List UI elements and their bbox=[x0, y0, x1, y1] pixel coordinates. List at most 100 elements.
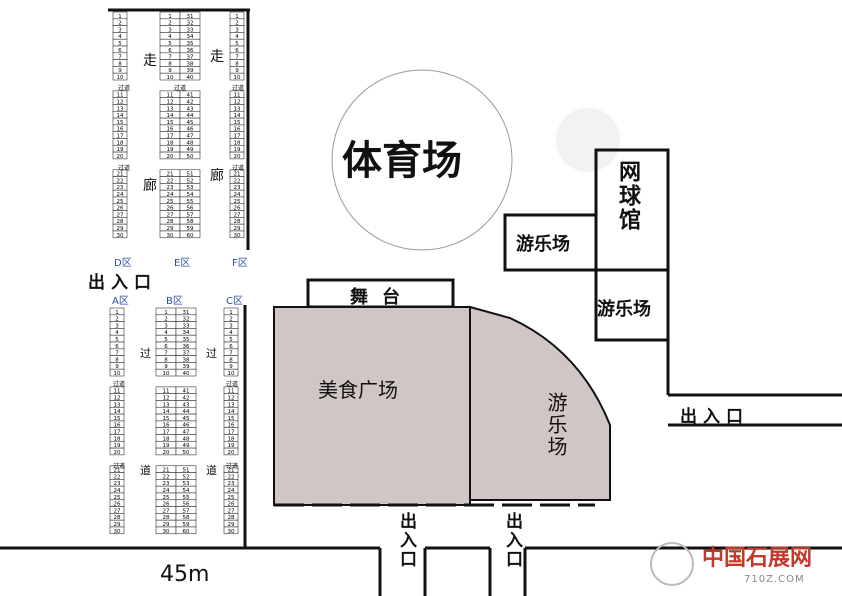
stall-number: 2 bbox=[235, 21, 239, 27]
play-area-small-outline bbox=[503, 213, 598, 272]
stall-number: 19 bbox=[228, 443, 235, 449]
stall-number: 25 bbox=[117, 199, 124, 205]
stall-number: 29 bbox=[234, 226, 241, 232]
stall-number: 23 bbox=[114, 481, 121, 487]
stall-number: 13 bbox=[167, 106, 174, 112]
stall-cell bbox=[175, 526, 197, 535]
stall-number: 5 bbox=[115, 337, 119, 343]
passage-marker: 过道 bbox=[226, 380, 238, 388]
tennis-hall-label: 网球馆 bbox=[615, 160, 641, 232]
stall-number: 17 bbox=[167, 133, 174, 139]
stall-number: 49 bbox=[187, 147, 194, 153]
stall-number: 18 bbox=[163, 436, 170, 442]
stall-number: 6 bbox=[118, 48, 122, 54]
stall-number: 32 bbox=[183, 317, 190, 323]
stall-number: 17 bbox=[163, 429, 170, 435]
stall-number: 9 bbox=[118, 68, 122, 74]
stall-number: 50 bbox=[183, 450, 190, 456]
stall-number: 6 bbox=[235, 48, 239, 54]
stall-number: 38 bbox=[183, 357, 190, 363]
zone-d: D区 bbox=[114, 258, 132, 269]
stall-cell bbox=[109, 526, 125, 535]
stall-number: 22 bbox=[167, 178, 174, 184]
stall-number: 19 bbox=[234, 147, 241, 153]
stall-number: 53 bbox=[183, 481, 190, 487]
corridor-char-3: 走 bbox=[210, 49, 224, 65]
stall-number: 18 bbox=[228, 436, 235, 442]
stall-cell bbox=[223, 447, 239, 456]
stall-number: 2 bbox=[168, 21, 172, 27]
passage-char-2: 道 bbox=[140, 464, 151, 477]
stall-cell bbox=[175, 368, 197, 377]
stall-number: 30 bbox=[163, 529, 170, 535]
stall-number: 11 bbox=[228, 389, 235, 395]
stall-number: 10 bbox=[228, 371, 235, 377]
stall-grid: 1234567891011121314151617181920212223242… bbox=[109, 11, 245, 535]
stall-number: 24 bbox=[114, 488, 121, 494]
stall-number: 10 bbox=[167, 75, 174, 81]
stall-number: 3 bbox=[229, 323, 233, 329]
stall-number: 51 bbox=[187, 172, 194, 178]
stall-number: 3 bbox=[118, 27, 122, 33]
stall-number: 41 bbox=[187, 93, 194, 99]
stall-number: 8 bbox=[168, 61, 172, 67]
zone-e-stalls-right: 3132333435363738394041424344454647484950… bbox=[179, 11, 201, 239]
stall-number: 60 bbox=[187, 233, 194, 239]
stall-cell bbox=[229, 151, 245, 160]
stall-number: 23 bbox=[117, 185, 124, 191]
stall-number: 27 bbox=[234, 212, 241, 218]
stall-number: 20 bbox=[234, 154, 241, 160]
stall-number: 3 bbox=[115, 323, 119, 329]
stadium-shape bbox=[331, 69, 513, 251]
corridor-char-2: 廊 bbox=[143, 178, 157, 194]
stall-number: 39 bbox=[187, 68, 194, 74]
stall-number: 19 bbox=[163, 443, 170, 449]
play-area-small-2-outline bbox=[594, 270, 670, 342]
stall-number: 56 bbox=[183, 502, 190, 508]
stall-number: 14 bbox=[234, 113, 241, 119]
stall-number: 59 bbox=[187, 226, 194, 232]
stall-number: 13 bbox=[228, 402, 235, 408]
passage-char-3: 过 bbox=[206, 347, 217, 360]
stall-number: 32 bbox=[187, 21, 194, 27]
stall-number: 8 bbox=[118, 61, 122, 67]
watermark-name: 中国石展网 bbox=[702, 545, 813, 571]
stage-outline bbox=[306, 278, 455, 309]
stall-number: 23 bbox=[228, 481, 235, 487]
stall-number: 23 bbox=[234, 185, 241, 191]
stall-number: 4 bbox=[118, 34, 122, 40]
stall-number: 5 bbox=[229, 337, 233, 343]
stall-number: 30 bbox=[228, 529, 235, 535]
tennis-complex bbox=[503, 148, 670, 342]
entrance-label-east: 出入口 bbox=[680, 407, 749, 427]
stall-number: 55 bbox=[183, 495, 190, 501]
stall-number: 2 bbox=[229, 317, 233, 323]
stall-number: 7 bbox=[115, 351, 119, 357]
passage-char-4: 道 bbox=[206, 464, 217, 477]
zone-f-stalls: 1234567891011121314151617181920212223242… bbox=[229, 11, 245, 239]
stall-number: 20 bbox=[114, 450, 121, 456]
passage-marker: 过道 bbox=[232, 164, 244, 172]
stall-number: 43 bbox=[183, 402, 190, 408]
stall-number: 18 bbox=[114, 436, 121, 442]
stall-number: 19 bbox=[167, 147, 174, 153]
stall-number: 29 bbox=[228, 522, 235, 528]
watermark-logo-icon bbox=[650, 542, 694, 586]
stall-number: 10 bbox=[117, 75, 124, 81]
stall-number: 9 bbox=[115, 364, 119, 370]
stall-number: 22 bbox=[228, 474, 235, 480]
stall-number: 17 bbox=[234, 133, 241, 139]
stall-number: 28 bbox=[163, 515, 170, 521]
stall-number: 6 bbox=[164, 344, 168, 350]
stall-number: 6 bbox=[115, 344, 119, 350]
stall-number: 37 bbox=[187, 55, 194, 61]
stall-number: 12 bbox=[167, 99, 174, 105]
stall-number: 13 bbox=[234, 106, 241, 112]
stall-number: 24 bbox=[167, 192, 174, 198]
zone-f: F区 bbox=[232, 258, 248, 269]
stall-number: 28 bbox=[167, 219, 174, 225]
stall-number: 5 bbox=[164, 337, 168, 343]
stall-number: 4 bbox=[235, 34, 239, 40]
stall-number: 21 bbox=[234, 172, 241, 178]
stall-number: 59 bbox=[183, 522, 190, 528]
